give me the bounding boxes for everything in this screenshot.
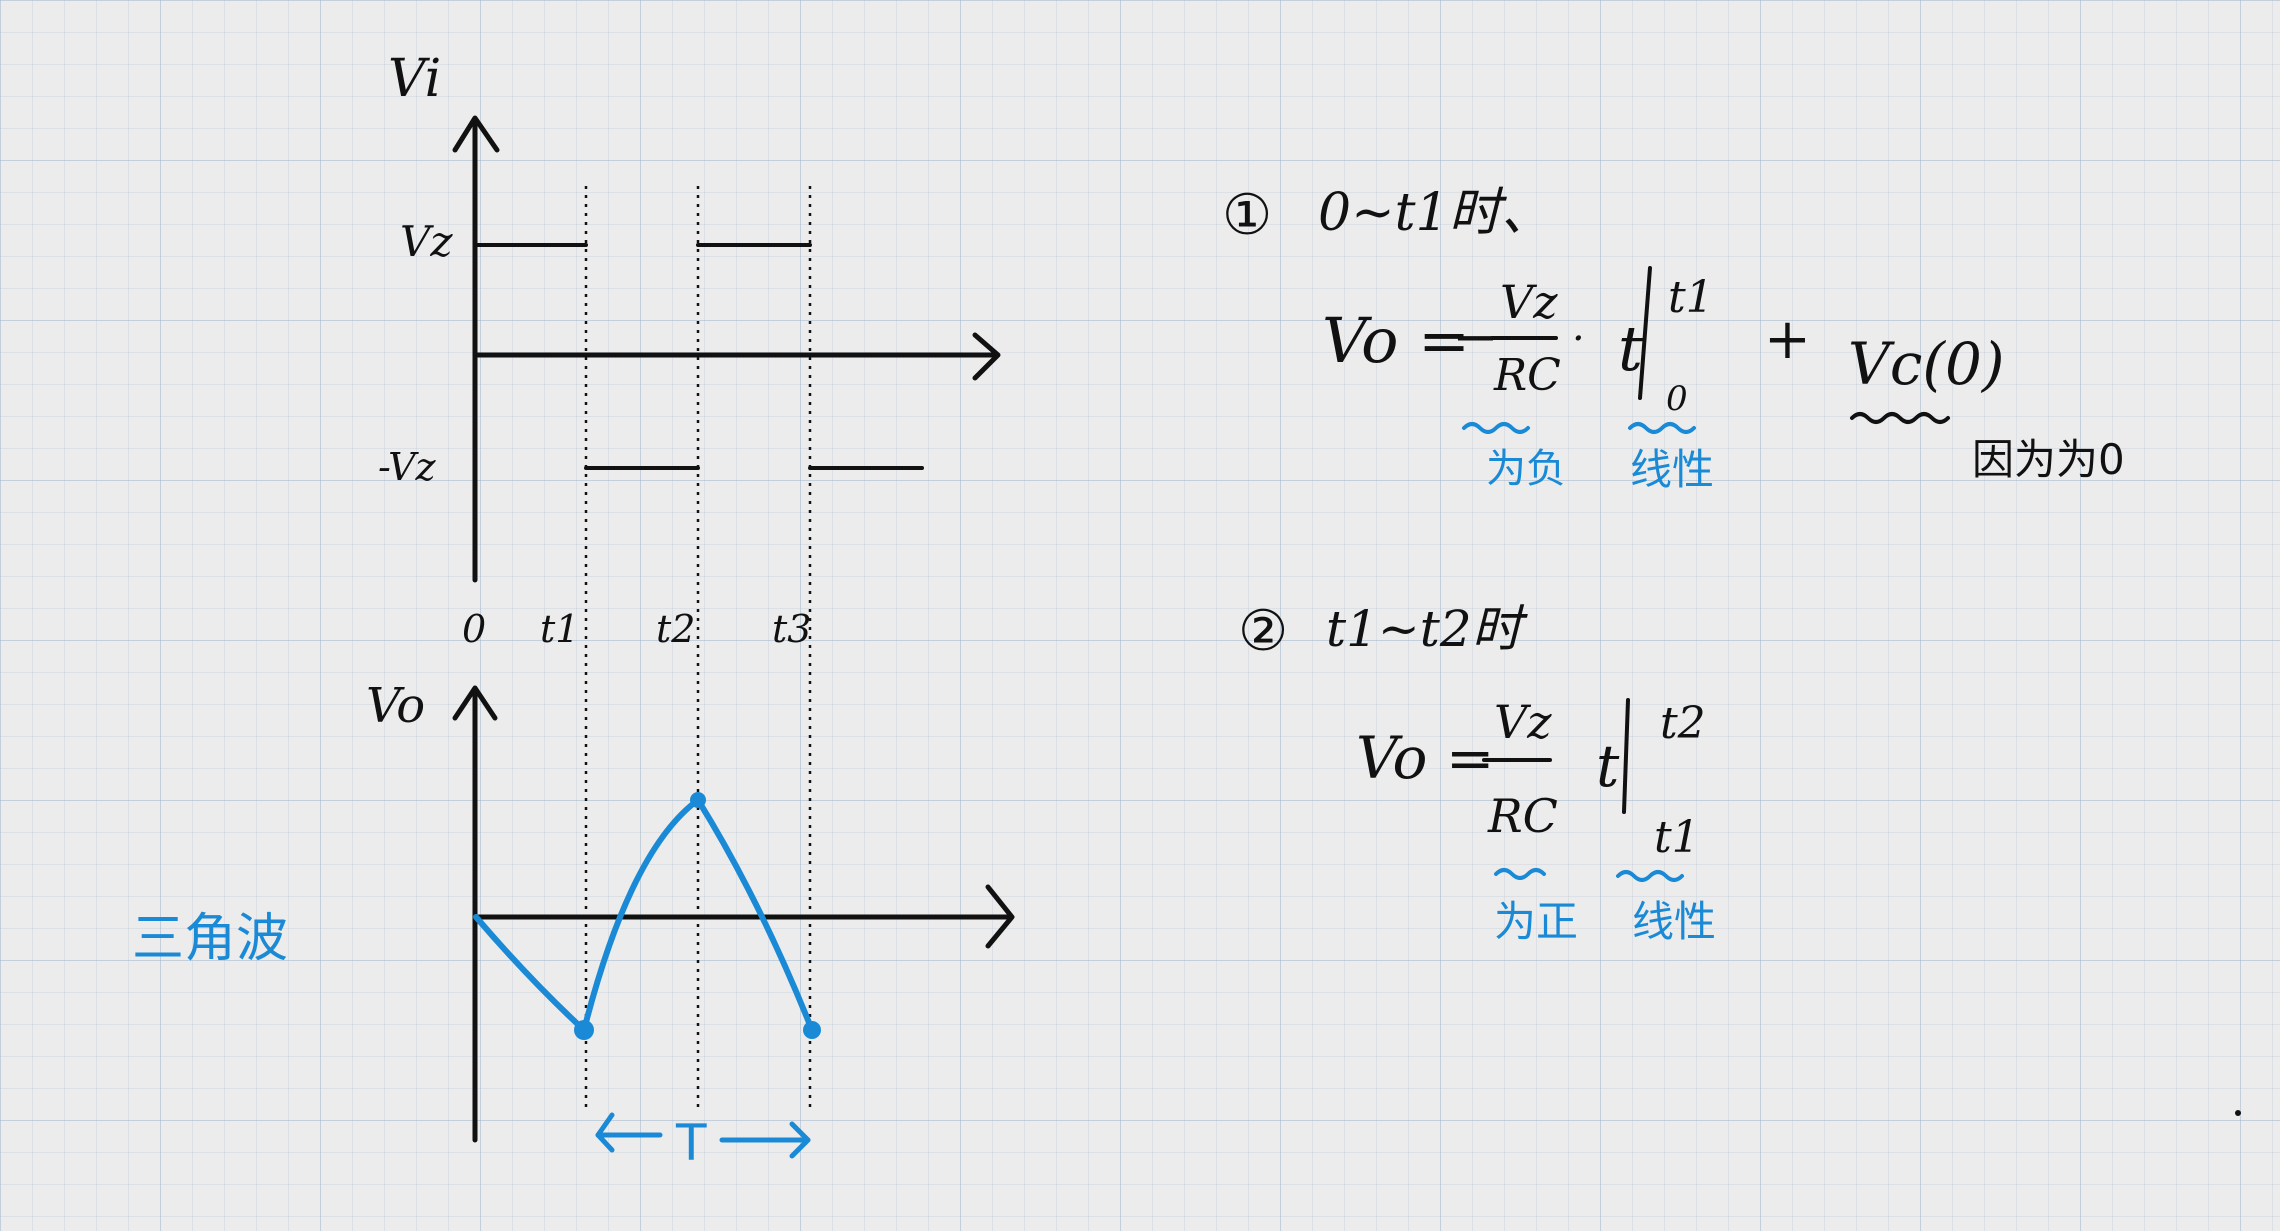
- triangle-wave-label: 三角波: [132, 909, 288, 969]
- step-1-upper-limit: t1: [1668, 272, 1714, 323]
- vo-axis-label: Vo: [366, 678, 425, 734]
- input-square-wave-graph: Vi Vz -Vz 0 t1 t2 t3: [378, 49, 1001, 651]
- vo-x-axis-arrowhead: [985, 884, 1015, 949]
- step-1-marker: ①: [1222, 183, 1272, 248]
- step-1-note-initial: 因为为0: [1972, 435, 2125, 484]
- vi-x-axis-arrowhead: [972, 332, 1001, 381]
- period-label: T: [675, 1114, 707, 1172]
- stray-ink-dot: [2235, 1110, 2241, 1116]
- step-2-upper-limit: t2: [1660, 698, 1706, 749]
- step-2-lower-limit: t1: [1654, 812, 1700, 863]
- peak-point-t2: [690, 792, 706, 808]
- step-2-linear-underline: [1616, 870, 1684, 882]
- step-2-sign-underline: [1494, 868, 1546, 880]
- step-1-sign-underline: [1462, 422, 1530, 434]
- time-guides: [584, 186, 812, 1110]
- step-1-numerator: Vz: [1500, 275, 1558, 329]
- step-1-dot: ·: [1572, 316, 1585, 362]
- trough-point-t3: [803, 1021, 821, 1039]
- output-triangle-wave-graph: Vo 三角波 T: [132, 678, 1015, 1172]
- step-1-plus: +: [1764, 307, 1811, 372]
- step-1-eval-bar: [1638, 266, 1652, 400]
- step-1-variable: t: [1618, 312, 1643, 385]
- period-arrow-right-head: [789, 1121, 811, 1159]
- step-2-denominator: RC: [1487, 789, 1558, 843]
- step-1-note-sign: 为负: [1486, 446, 1566, 492]
- step-2-derivation: ② t1~t2时 Vo = Vz RC t t2 t1 为正 线性: [1238, 599, 1716, 946]
- step-1-linear-underline: [1628, 422, 1696, 434]
- vi-axis-label: Vi: [388, 49, 441, 109]
- trough-point-t1: [574, 1020, 594, 1040]
- step-2-note-sign: 为正: [1494, 897, 1578, 946]
- step-1-lower-limit: 0: [1666, 379, 1688, 419]
- step-2-lhs: Vo =: [1356, 724, 1495, 792]
- period-arrow: T: [595, 1112, 811, 1172]
- step-1-initial-term: Vc(0): [1848, 330, 2005, 398]
- time-tick-t1: t1: [540, 607, 579, 651]
- step-1-initial-underline: [1850, 412, 1950, 424]
- step-2-variable: t: [1596, 732, 1620, 800]
- step-2-numerator: Vz: [1494, 695, 1552, 749]
- step-1-interval: 0~t1时、: [1318, 183, 1553, 243]
- vi-y-axis-arrowhead: [452, 115, 500, 153]
- neg-vz-level-label: -Vz: [378, 445, 437, 489]
- triangle-wave-line: [473, 797, 815, 1033]
- step-1-note-linear: 线性: [1630, 445, 1714, 494]
- step-1-denominator: RC: [1493, 350, 1561, 401]
- step-2-interval: t1~t2时: [1326, 600, 1529, 658]
- time-tick-t2: t2: [656, 607, 695, 651]
- step-1-derivation: ① 0~t1时、 Vo = − Vz RC · t t1 0 + Vc(0) 为…: [1222, 183, 2125, 494]
- time-tick-0: 0: [462, 607, 486, 651]
- vo-y-axis-arrowhead: [452, 685, 498, 721]
- step-1-lhs: Vo =: [1322, 304, 1470, 377]
- vz-level-label: Vz: [400, 217, 453, 266]
- step-2-note-linear: 线性: [1632, 897, 1716, 946]
- step-2-eval-bar: [1622, 698, 1630, 814]
- step-2-marker: ②: [1238, 599, 1288, 664]
- period-arrow-left-head: [595, 1112, 615, 1153]
- time-tick-t3: t3: [772, 607, 811, 651]
